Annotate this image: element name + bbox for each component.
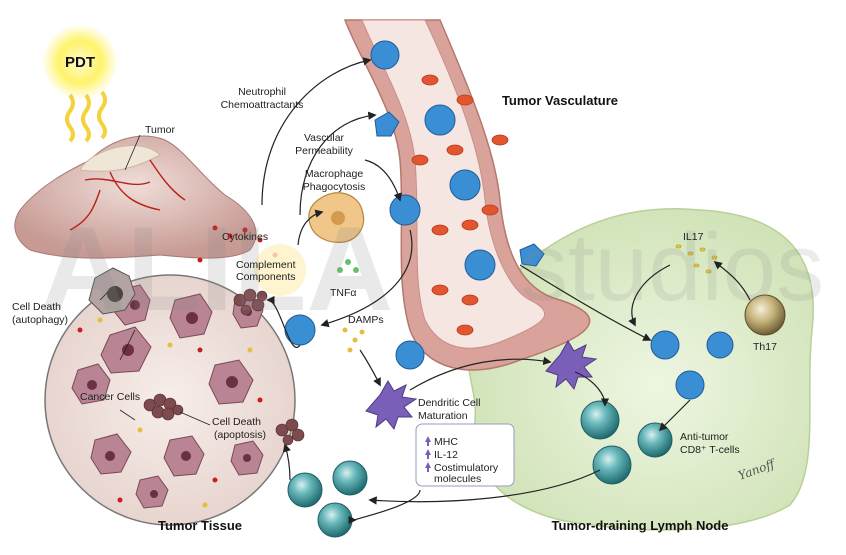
flow-arrows	[261, 57, 751, 525]
th17-label: Th17	[753, 341, 777, 353]
watermark-left: ALILA	[40, 202, 393, 336]
vasculature-header: Tumor Vasculature	[502, 93, 618, 108]
vascular-label-line2: Permeability	[295, 145, 354, 157]
sun-icon: PDT	[42, 24, 118, 143]
il12-label: IL-12	[434, 449, 458, 461]
costim-label-line2: molecules	[434, 473, 481, 485]
dc-maturation-box	[415, 423, 515, 487]
apoptosis-label-line2: (apoptosis)	[214, 429, 266, 441]
vascular-label-line1: Vascular	[304, 132, 345, 144]
il17-label: IL17	[683, 231, 704, 243]
tumor-label: Tumor	[145, 124, 175, 136]
macrophage-label-line2: Phagocytosis	[303, 181, 365, 193]
watermark-right: studios	[520, 214, 824, 321]
tnfa-label: TNFα	[330, 287, 356, 299]
dc-label-line1: Dendritic Cell	[418, 397, 480, 409]
neutrophils	[284, 40, 734, 400]
leader-lines	[99, 134, 211, 426]
autophagy-label-line1: Cell Death	[12, 301, 61, 313]
lymph-header: Tumor-draining Lymph Node	[552, 518, 729, 533]
dc-label-line2: Maturation	[418, 410, 468, 422]
pdt-label: PDT	[65, 54, 95, 71]
apoptosis-label-line1: Cell Death	[212, 416, 261, 428]
costim-label-line1: Costimulatory	[434, 462, 499, 474]
complement-burst	[254, 244, 359, 296]
cytokines-label: Cytokines	[222, 231, 268, 243]
cancer-cells-label: Cancer Cells	[80, 391, 140, 403]
red-blood-cells	[411, 74, 509, 336]
complement-label-line1: Complement	[236, 259, 296, 271]
antitumor-label-line2: CD8⁺ T-cells	[680, 444, 740, 456]
macrophage	[308, 192, 365, 243]
autophagy-label-line2: (autophagy)	[12, 314, 68, 326]
macrophage-label-line1: Macrophage	[305, 168, 364, 180]
th17-cell	[744, 294, 786, 336]
apoptotic-cells	[143, 288, 305, 446]
complement-label-line2: Components	[236, 271, 296, 283]
antitumor-label-line1: Anti-tumor	[680, 431, 729, 443]
damps-label: DAMPs	[348, 314, 384, 326]
autophagy-cell	[88, 267, 136, 315]
dendritic-cells	[365, 340, 598, 431]
neutrophil-label-line2: Chemoattractants	[221, 99, 304, 111]
il17-dots	[675, 244, 718, 274]
t-cells	[287, 400, 673, 538]
neutrophil-label-line1: Neutrophil	[238, 86, 286, 98]
mhc-label: MHC	[434, 436, 458, 448]
up-arrow-icon	[425, 436, 431, 472]
tumor-mass	[14, 135, 257, 259]
tissue-header: Tumor Tissue	[158, 518, 242, 533]
